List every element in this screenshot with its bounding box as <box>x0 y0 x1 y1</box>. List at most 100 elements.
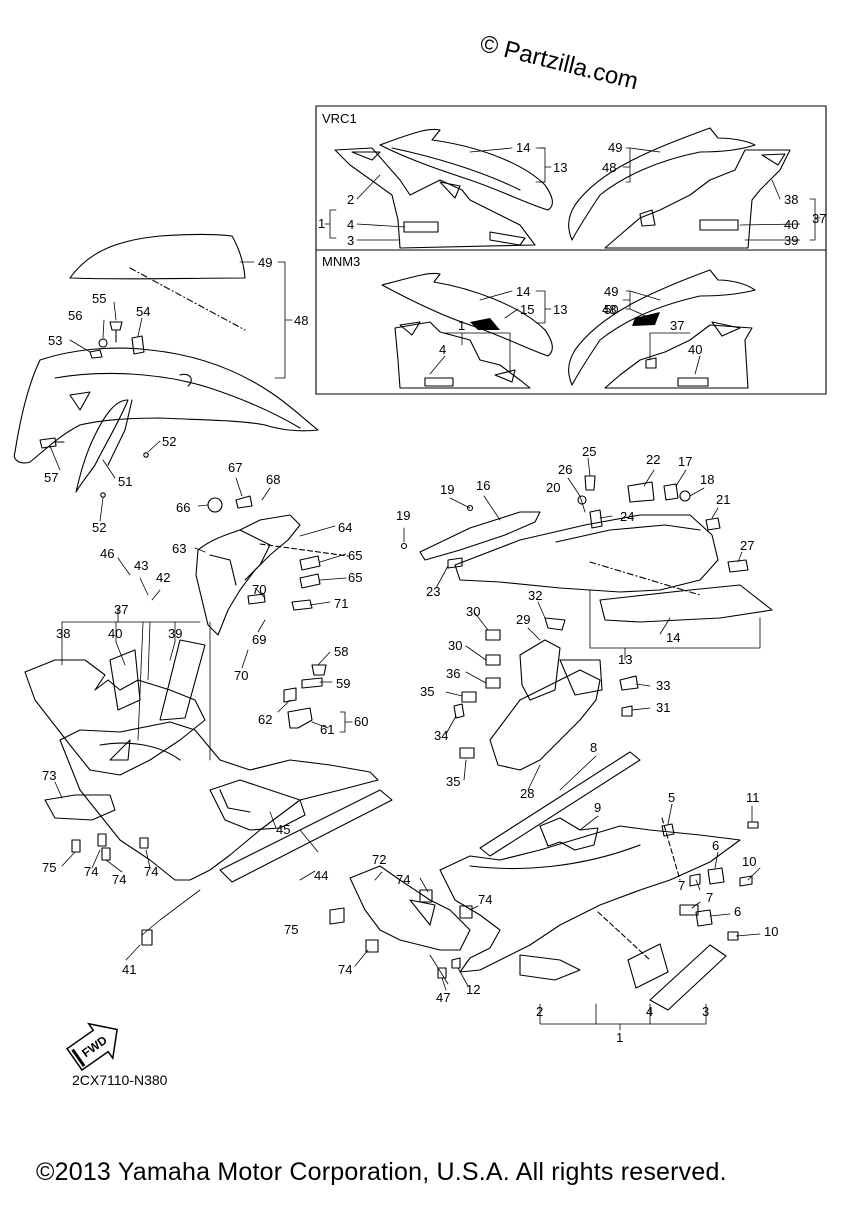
callout-1: 1 <box>318 216 325 231</box>
callout-11: 11 <box>746 790 760 805</box>
callout-13: 13 <box>618 652 632 667</box>
decal-4 <box>627 943 669 989</box>
callout-42: 42 <box>156 570 170 585</box>
strip-8 <box>479 751 641 857</box>
callout-25: 25 <box>582 444 596 459</box>
callout-37: 37 <box>670 318 684 333</box>
callout-34: 34 <box>434 728 448 743</box>
callout-31: 31 <box>656 700 670 715</box>
callout-73: 73 <box>42 768 56 783</box>
callout-70: 70 <box>252 582 266 597</box>
callout-49: 49 <box>604 284 618 299</box>
callout-61: 61 <box>320 722 334 737</box>
left-lower-cowl <box>59 721 379 881</box>
callout-69: 69 <box>252 632 266 647</box>
fwd-arrow-icon <box>66 1022 118 1072</box>
side-plate-44 <box>219 789 393 883</box>
callout-54: 54 <box>136 304 150 319</box>
vrc1-right-upper-cowl <box>568 127 756 241</box>
callout-18: 18 <box>700 472 714 487</box>
callout-14: 14 <box>666 630 680 645</box>
callout-71: 71 <box>334 596 348 611</box>
bracket-60 <box>287 707 313 729</box>
callout-70: 70 <box>234 668 248 683</box>
callout-46: 46 <box>100 546 114 561</box>
callout-50: 50 <box>604 302 618 317</box>
callout-43: 43 <box>134 558 148 573</box>
callout-64: 64 <box>338 520 352 535</box>
callout-19: 19 <box>396 508 410 523</box>
mnm3-left-lower-cowl <box>394 321 531 389</box>
callout-74: 74 <box>144 864 158 879</box>
callout-35: 35 <box>446 774 460 789</box>
callout-75: 75 <box>42 860 56 875</box>
callout-58: 58 <box>334 644 348 659</box>
inner-cover-72 <box>349 865 471 951</box>
callout-4: 4 <box>347 217 354 232</box>
callout-68: 68 <box>266 472 280 487</box>
callout-65: 65 <box>348 548 362 563</box>
callout-7: 7 <box>678 878 685 893</box>
callout-48: 48 <box>294 313 308 328</box>
callout-74: 74 <box>84 864 98 879</box>
callout-38: 38 <box>56 626 70 641</box>
callout-16: 16 <box>476 478 490 493</box>
callout-3: 3 <box>702 1004 709 1019</box>
callout-51: 51 <box>118 474 132 489</box>
inner-panel <box>489 669 601 771</box>
callout-24: 24 <box>620 509 634 524</box>
callout-33: 33 <box>656 678 670 693</box>
drawing-code: 2CX7110-N380 <box>72 1072 168 1088</box>
callout-74: 74 <box>112 872 126 887</box>
callout-13: 13 <box>553 160 567 175</box>
callout-21: 21 <box>716 492 730 507</box>
callout-65: 65 <box>348 570 362 585</box>
callout-53: 53 <box>48 333 62 348</box>
callout-55: 55 <box>92 291 106 306</box>
nut-54 <box>131 335 145 355</box>
callout-9: 9 <box>594 800 601 815</box>
callout-5: 5 <box>668 790 675 805</box>
callout-40: 40 <box>784 217 798 232</box>
callout-14: 14 <box>516 284 530 299</box>
callout-67: 67 <box>228 460 242 475</box>
callout-30: 30 <box>448 638 462 653</box>
callout-29: 29 <box>516 612 530 627</box>
right-side-cowl <box>439 825 741 973</box>
callout-4: 4 <box>439 342 446 357</box>
callout-8: 8 <box>590 740 597 755</box>
windshield <box>69 233 246 280</box>
callout-52: 52 <box>92 520 106 535</box>
air-duct <box>75 399 129 493</box>
mnm3-left-upper-cowl <box>381 272 553 357</box>
callout-49: 49 <box>608 140 622 155</box>
callout-56: 56 <box>68 308 82 323</box>
mnm3-right-lower-cowl <box>604 324 753 389</box>
screw-55 <box>109 321 123 343</box>
left-side-cowl <box>24 659 206 776</box>
vrc1-right-lower-cowl <box>604 149 791 249</box>
vrc1-left-lower-cowl <box>334 147 536 249</box>
mnm3-right-upper-cowl <box>568 269 756 386</box>
callout-30: 30 <box>466 604 480 619</box>
callout-1: 1 <box>616 1030 623 1045</box>
callout-4: 4 <box>646 1004 653 1019</box>
callout-38: 38 <box>784 192 798 207</box>
inset-title-mnm3: MNM3 <box>322 254 360 269</box>
callout-28: 28 <box>520 786 534 801</box>
callout-48: 48 <box>602 160 616 175</box>
callout-60: 60 <box>354 714 368 729</box>
callout-41: 41 <box>122 962 136 977</box>
bracket-9 <box>539 817 599 851</box>
callout-40: 40 <box>688 342 702 357</box>
callout-40: 40 <box>108 626 122 641</box>
callout-39: 39 <box>168 626 182 641</box>
callout-10: 10 <box>742 854 756 869</box>
callout-74: 74 <box>478 892 492 907</box>
callout-19: 19 <box>440 482 454 497</box>
callout-47: 47 <box>436 990 450 1005</box>
callout-63: 63 <box>172 541 186 556</box>
callout-13: 13 <box>553 302 567 317</box>
callout-23: 23 <box>426 584 440 599</box>
